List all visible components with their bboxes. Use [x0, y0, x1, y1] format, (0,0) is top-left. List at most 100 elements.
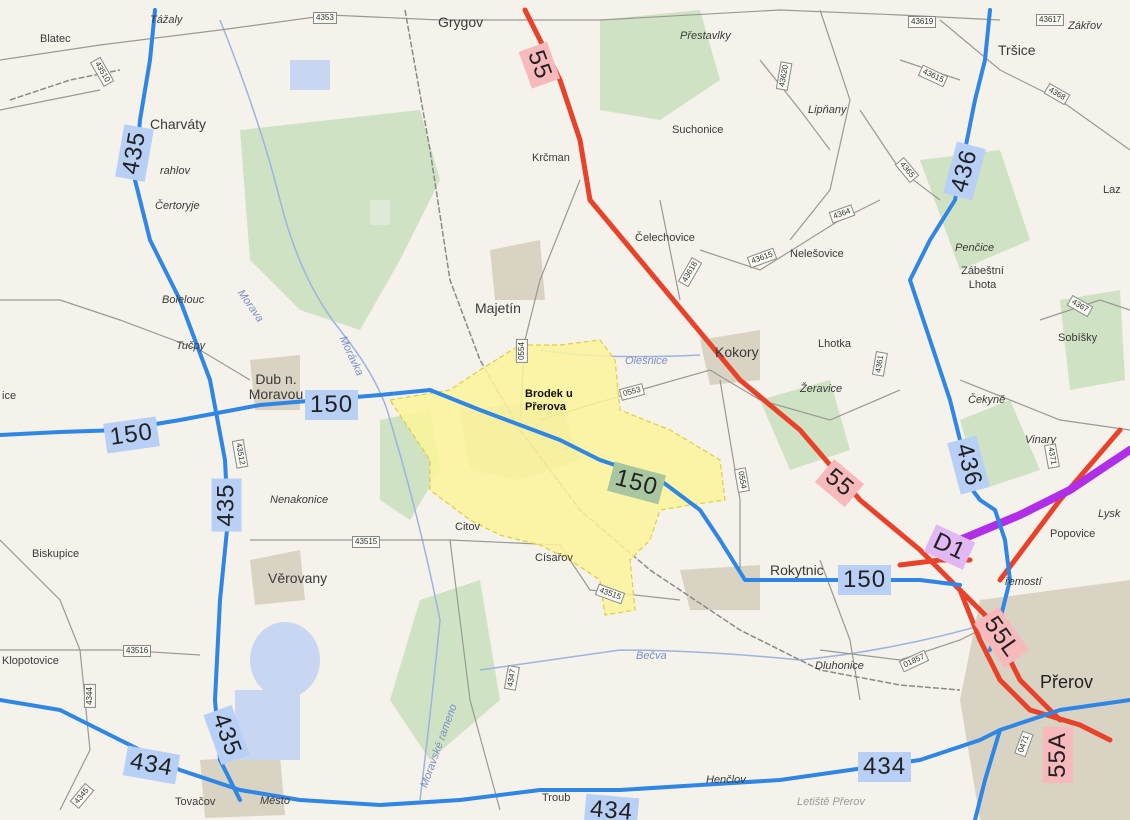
place-label: Lipňany [808, 104, 847, 116]
urban-area [250, 550, 305, 605]
minor-road [859, 109, 941, 201]
minor-road [0, 649, 201, 656]
place-label: Věrovany [268, 570, 328, 586]
place-label: Rokytnic [770, 562, 824, 578]
place-label: Bolelouc [162, 294, 205, 306]
minor-road [659, 199, 681, 301]
urban-area [700, 330, 760, 385]
minor-road [449, 539, 501, 811]
river-label: Olešnice [625, 355, 668, 367]
route-shield-435[interactable]: 435 [211, 478, 242, 532]
route-shield-434[interactable]: 434 [858, 752, 912, 782]
place-label: Lhotka [818, 338, 852, 350]
minor-road [719, 379, 741, 570]
lake [290, 60, 330, 90]
place-label: Sobíšky [1058, 332, 1098, 344]
motorway-d1 [956, 446, 1130, 544]
place-label: Vinary [1025, 434, 1056, 446]
place-label: Čekyně [968, 394, 1006, 406]
road-434-b [973, 728, 1002, 820]
place-label: Henčlov [706, 774, 746, 786]
route-shield-434[interactable]: 434 [583, 793, 640, 820]
route-shield-150[interactable]: 150 [305, 390, 359, 420]
brodek-label: Brodek u Přerova [525, 388, 573, 413]
minor-road [939, 19, 1130, 151]
road-number-label: 0554 [515, 339, 528, 363]
place-label: Císařov [535, 552, 573, 564]
road-number-label: 43516 [123, 645, 152, 657]
place-label: Tovačov [175, 796, 216, 808]
minor-road [250, 539, 561, 546]
minor-road [959, 379, 1130, 431]
place-label: Přestavlky [680, 30, 731, 42]
place-label: Kokory [715, 344, 759, 360]
place-label: Krčman [532, 152, 570, 164]
minor-road [0, 89, 101, 111]
minor-road [0, 14, 441, 61]
place-label: Citov [455, 521, 481, 533]
road-150 [0, 388, 962, 587]
minor-road [1039, 299, 1130, 321]
place-label: Město [260, 795, 290, 807]
water-bodies [235, 60, 390, 760]
road-number-label: 43617 [1036, 14, 1065, 26]
place-label: Suchonice [672, 124, 724, 136]
brodek-area-highlight [388, 339, 726, 616]
place-label: Majetín [475, 300, 521, 316]
place-label: Čertoryje [155, 200, 200, 212]
road-number-label: 43619 [908, 16, 937, 28]
road-number-label: 4353 [313, 12, 337, 24]
place-label: Charváty [150, 116, 207, 132]
place-label: Lysk [1098, 508, 1121, 520]
place-label: Letiště Přerov [797, 796, 865, 808]
minor-road [789, 9, 851, 241]
road-436 [908, 8, 1012, 652]
place-label: Laz [1103, 184, 1121, 196]
forest-area [600, 10, 720, 120]
place-label: rahlov [160, 165, 190, 177]
minor-road [759, 59, 831, 151]
place-label: Penčice [955, 242, 995, 254]
minor-road [59, 649, 91, 811]
route-shield-55a[interactable]: 55A [1042, 727, 1073, 783]
place-label: Biskupice [32, 548, 80, 560]
expressway-55L [957, 587, 1033, 713]
road-435 [133, 8, 242, 802]
river-morava [219, 19, 441, 801]
urban-area [200, 755, 285, 818]
place-label: Zábeštní Lhota [961, 265, 1004, 291]
place-label: Tršice [998, 42, 1036, 58]
lake [370, 200, 390, 225]
place-label: Dub n. Moravou [248, 371, 304, 402]
place-label: ice [2, 390, 17, 402]
place-label: Blatec [40, 33, 71, 45]
forest-area [390, 580, 500, 760]
place-label: Klopotovice [2, 655, 59, 667]
urban-area [490, 240, 545, 300]
river-label: Bečva [636, 650, 667, 662]
place-label: Tážaly [150, 14, 183, 26]
place-label: Popovice [1050, 528, 1096, 540]
place-label: Grygov [438, 14, 484, 30]
forest-area [240, 110, 440, 330]
place-label: Troub [542, 792, 571, 804]
place-label: Dluhonice [815, 660, 864, 672]
place-label: Nelešovice [790, 248, 844, 260]
urban-area [250, 355, 300, 410]
place-label: Čelechovice [635, 232, 695, 244]
road-number-label: 4344 [83, 684, 96, 708]
place-label: Tučpy [176, 340, 206, 352]
place-label: řemostí [1005, 576, 1042, 588]
minor-road [0, 299, 251, 381]
place-label: Žeravice [800, 383, 843, 395]
route-shield-150[interactable]: 150 [838, 565, 892, 595]
minor-road [0, 539, 81, 651]
expressway-branch [997, 427, 1123, 583]
minor-road [819, 559, 861, 701]
urban-area [680, 565, 760, 610]
place-label: Zákřov [1068, 20, 1102, 32]
lake [250, 622, 320, 698]
road-number-label: 43515 [352, 536, 381, 548]
